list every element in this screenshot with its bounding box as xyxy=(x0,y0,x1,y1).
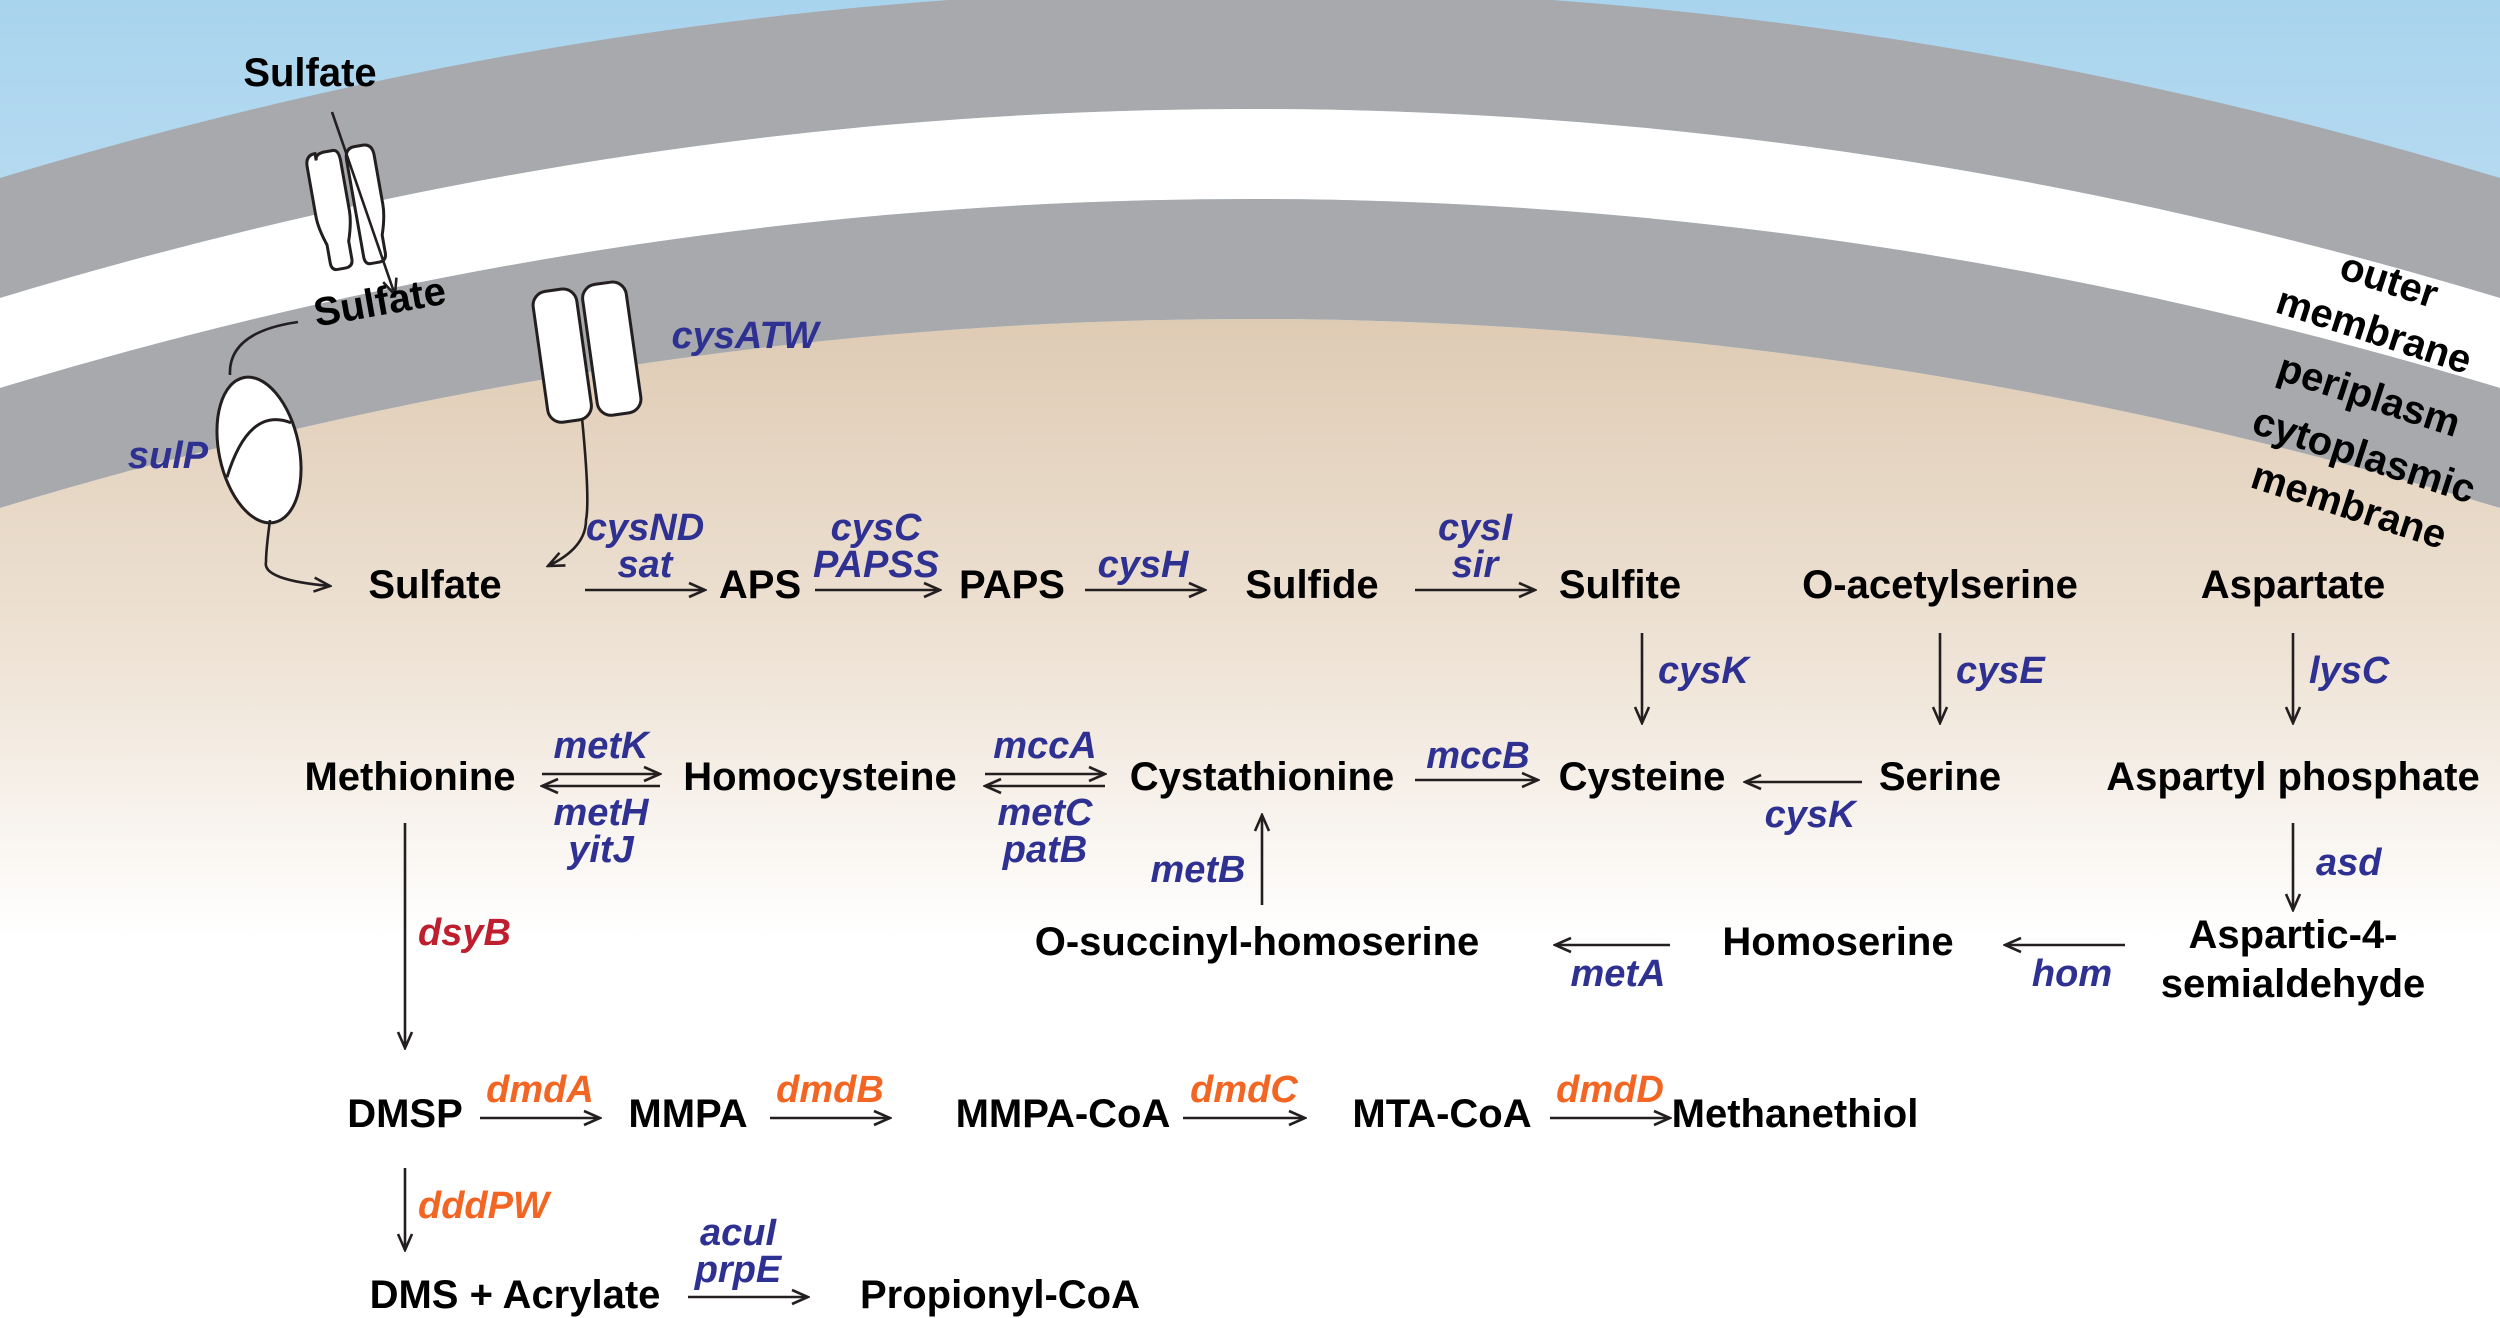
enzyme-cysI: cysI xyxy=(1438,507,1513,549)
enzyme-prpE: prpE xyxy=(694,1249,783,1291)
periplasm-region xyxy=(0,109,2500,388)
enzyme-sir: sir xyxy=(1452,544,1501,586)
sulfate-cytoplasm: Sulfate xyxy=(368,563,501,607)
arrow-sulP-transport xyxy=(228,320,330,586)
enzyme-dmdC: dmdC xyxy=(1190,1069,1298,1111)
enzyme-patB: patB xyxy=(1002,829,1087,871)
arrow-cysATW-transport xyxy=(548,417,589,566)
outer-membrane-porin xyxy=(305,143,388,272)
aps: APS xyxy=(719,563,801,607)
enzyme-metB: metB xyxy=(1150,849,1245,891)
enzyme-cysND: cysND xyxy=(586,507,704,549)
enzyme-cysK-sulfite: cysK xyxy=(1658,650,1751,692)
mmpa: MMPA xyxy=(628,1092,747,1136)
enzyme-cysC: cysC xyxy=(831,507,922,549)
enzyme-mccA: mccA xyxy=(993,725,1097,767)
enzyme-dmdB: dmdB xyxy=(776,1069,884,1111)
enzyme-sulP: sulP xyxy=(128,435,209,477)
enzyme-cysK-serine: cysK xyxy=(1765,794,1858,836)
o-succinyl-homoserine: O-succinyl-homoserine xyxy=(1035,920,1480,964)
dms-acrylate: DMS + Acrylate xyxy=(370,1273,661,1317)
propionyl-coa: Propionyl-CoA xyxy=(860,1273,1140,1317)
mta-coa: MTA-CoA xyxy=(1352,1092,1531,1136)
sulfate-outside: Sulfate xyxy=(243,51,376,95)
homocysteine: Homocysteine xyxy=(683,755,956,799)
enzyme-dsyB: dsyB xyxy=(418,912,511,954)
enzyme-dmdA: dmdA xyxy=(486,1069,594,1111)
enzyme-metH: metH xyxy=(553,792,650,834)
enzyme-acuI: acuI xyxy=(700,1212,777,1254)
enzyme-PAPSS: PAPSS xyxy=(813,544,939,586)
enzyme-dddPW: dddPW xyxy=(418,1185,552,1227)
enzyme-mccB: mccB xyxy=(1426,735,1530,777)
enzyme-metA: metA xyxy=(1570,953,1665,995)
aspartate: Aspartate xyxy=(2201,563,2386,607)
cytoplasmic-membrane xyxy=(0,199,2500,508)
cysteine: Cysteine xyxy=(1559,755,1726,799)
outer-membrane xyxy=(0,0,2500,298)
enzyme-hom: hom xyxy=(2032,953,2112,995)
aspartic-4-semialdehyde-line1: Aspartic-4- xyxy=(2189,913,2398,957)
enzyme-yitJ: yitJ xyxy=(566,829,634,871)
dmsp: DMSP xyxy=(347,1092,463,1136)
cystathionine: Cystathionine xyxy=(1130,755,1394,799)
sulP-transporter xyxy=(215,375,303,525)
enzyme-lysC: lysC xyxy=(2309,650,2390,692)
cytoplasm-region xyxy=(0,319,2500,1318)
aspartic-4-semialdehyde-line2: semialdehyde xyxy=(2161,962,2426,1006)
cysATW-transporter xyxy=(531,280,643,424)
enzyme-sat: sat xyxy=(618,544,674,586)
sulfite: Sulfite xyxy=(1559,563,1681,607)
aspartyl-phosphate: Aspartyl phosphate xyxy=(2106,755,2479,799)
arrow-sulfate-influx xyxy=(330,111,395,295)
enzyme-asd: asd xyxy=(2316,842,2382,884)
enzyme-cysE: cysE xyxy=(1956,650,2046,692)
o-acetylserine: O-acetylserine xyxy=(1802,563,2078,607)
enzyme-cysH: cysH xyxy=(1098,544,1190,586)
methionine: Methionine xyxy=(304,755,515,799)
enzyme-cysATW: cysATW xyxy=(671,315,821,357)
homoserine: Homoserine xyxy=(1722,920,1953,964)
mmpa-coa: MMPA-CoA xyxy=(956,1092,1171,1136)
enzyme-metK: metK xyxy=(553,725,651,767)
enzyme-metC: metC xyxy=(997,792,1093,834)
methanethiol: Methanethiol xyxy=(1672,1092,1919,1136)
serine: Serine xyxy=(1879,755,2001,799)
enzyme-dmdD: dmdD xyxy=(1556,1069,1664,1111)
paps: PAPS xyxy=(959,563,1065,607)
sulfide: Sulfide xyxy=(1245,563,1378,607)
